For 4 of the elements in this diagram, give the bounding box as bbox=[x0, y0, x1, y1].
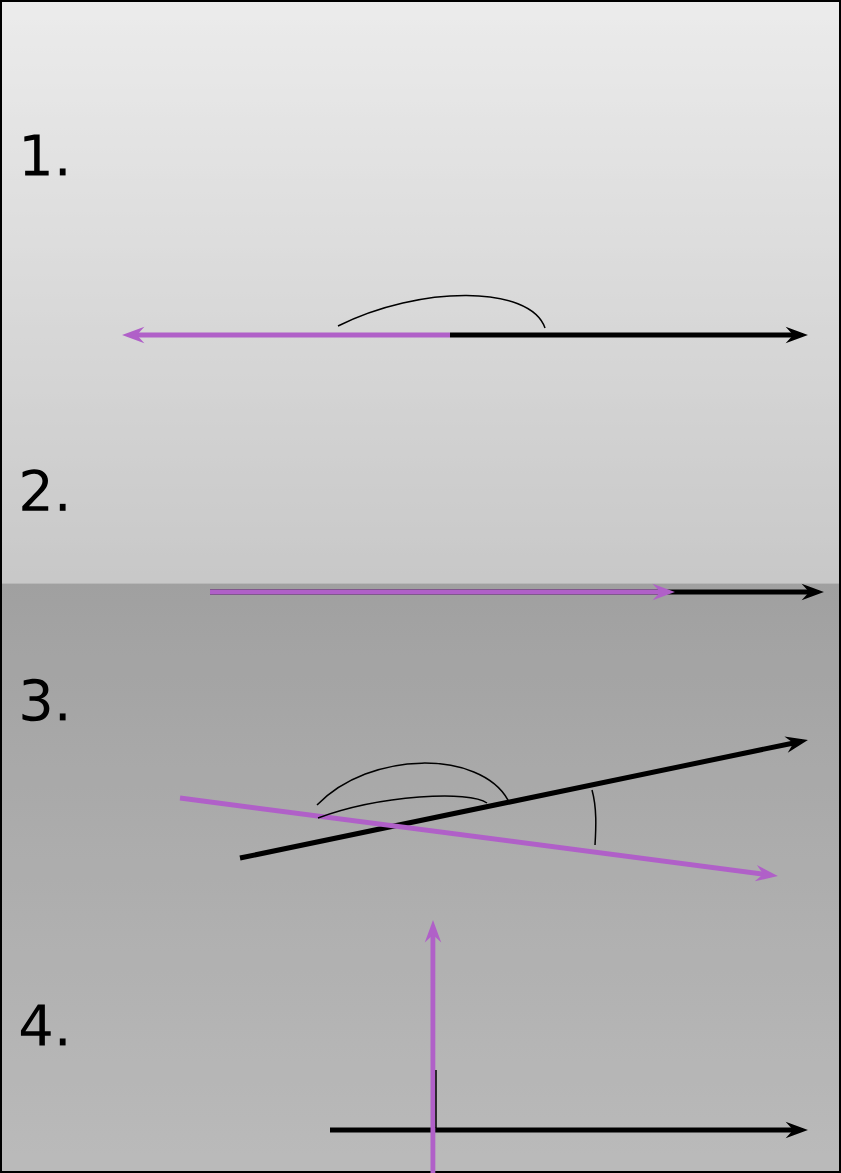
step-number: 1. bbox=[24, 134, 66, 176]
step-number: 4. bbox=[20, 1004, 66, 1046]
step-number: 3. bbox=[22, 678, 66, 722]
step-number: 2. bbox=[22, 469, 66, 511]
